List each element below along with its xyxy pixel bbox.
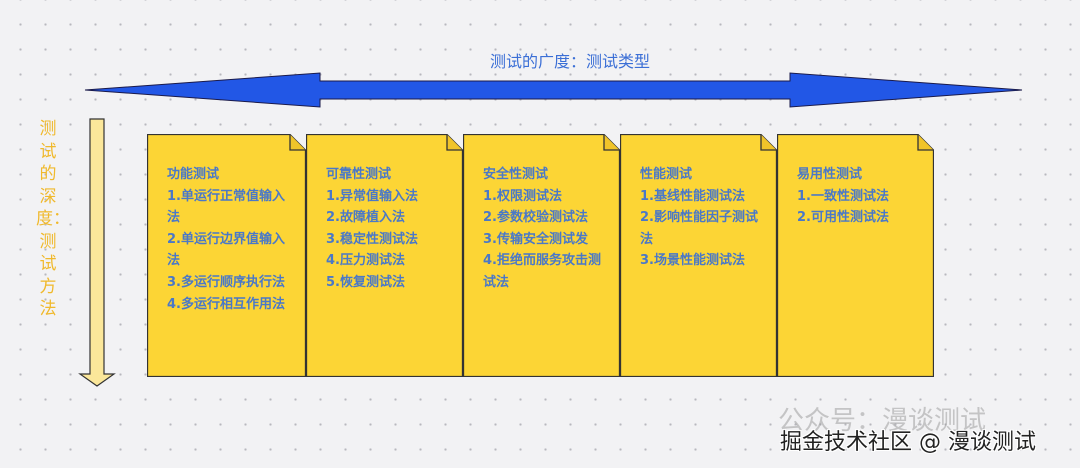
card-item: 4.拒绝而服务攻击测试法: [483, 253, 601, 290]
card-item: 3.场景性能测试法: [640, 253, 745, 269]
test-type-card: 易用性测试 1.一致性测试法 2.可用性测试法: [777, 134, 934, 377]
card-item: 3.多运行顺序执行法: [167, 274, 285, 290]
card-item: 1.单运行正常值输入法: [167, 188, 285, 226]
note-shape: [306, 134, 463, 377]
note-shape: [463, 134, 620, 377]
test-type-card: 性能测试 1.基线性能测试法 2.影响性能因子测试法 3.场景性能测试法: [620, 134, 777, 377]
card-title: 性能测试: [640, 167, 693, 182]
card-item: 1.一致性测试法: [797, 188, 889, 204]
wechat-watermark: 公众号：漫谈测试: [778, 406, 987, 436]
card-item: 2.可用性测试法: [797, 210, 889, 226]
vertical-down-arrow: [78, 118, 116, 387]
card-item: 2.影响性能因子测试法: [640, 210, 758, 247]
juejin-watermark: 掘金技术社区 @ 漫谈测试: [780, 430, 1036, 455]
card-item: 4.多运行相互作用法: [167, 296, 285, 312]
card-title: 可靠性测试: [326, 167, 392, 182]
note-shape: [620, 134, 777, 377]
card-title: 安全性测试: [483, 167, 549, 182]
horizontal-axis-label: 测试的广度：测试类型: [489, 52, 650, 71]
card-item: 4.压力测试法: [326, 253, 405, 269]
card-item: 1.权限测试法: [483, 188, 562, 204]
card-item: 2.故障植入法: [326, 210, 405, 226]
card-item: 5.恢复测试法: [326, 274, 405, 290]
test-type-card: 安全性测试 1.权限测试法 2.参数校验测试法 3.传输安全测试发 4.拒绝而服务攻击测…: [463, 134, 620, 377]
card-item: 2.参数校验测试法: [483, 210, 588, 226]
card-title: 易用性测试: [797, 167, 863, 182]
card-item: 3.传输安全测试发: [483, 231, 588, 247]
horizontal-double-arrow: [84, 72, 1023, 108]
card-item: 2.单运行边界值输入法: [167, 231, 285, 269]
card-item: 3.稳定性测试法: [326, 231, 418, 247]
test-type-card: 功能测试 1.单运行正常值输入法 2.单运行边界值输入法 3.多运行顺序执行法 4.多运…: [147, 134, 306, 377]
note-shape: [777, 134, 934, 377]
card-item: 1.基线性能测试法: [640, 188, 745, 204]
test-type-card: 可靠性测试 1.异常值输入法 2.故障植入法 3.稳定性测试法 4.压力测试法 5.恢复测…: [306, 134, 463, 377]
card-item: 1.异常值输入法: [326, 188, 418, 204]
vertical-axis-label: 测试的深度：测试方法: [36, 119, 70, 319]
note-shape: [147, 134, 306, 377]
card-title: 功能测试: [167, 167, 220, 182]
